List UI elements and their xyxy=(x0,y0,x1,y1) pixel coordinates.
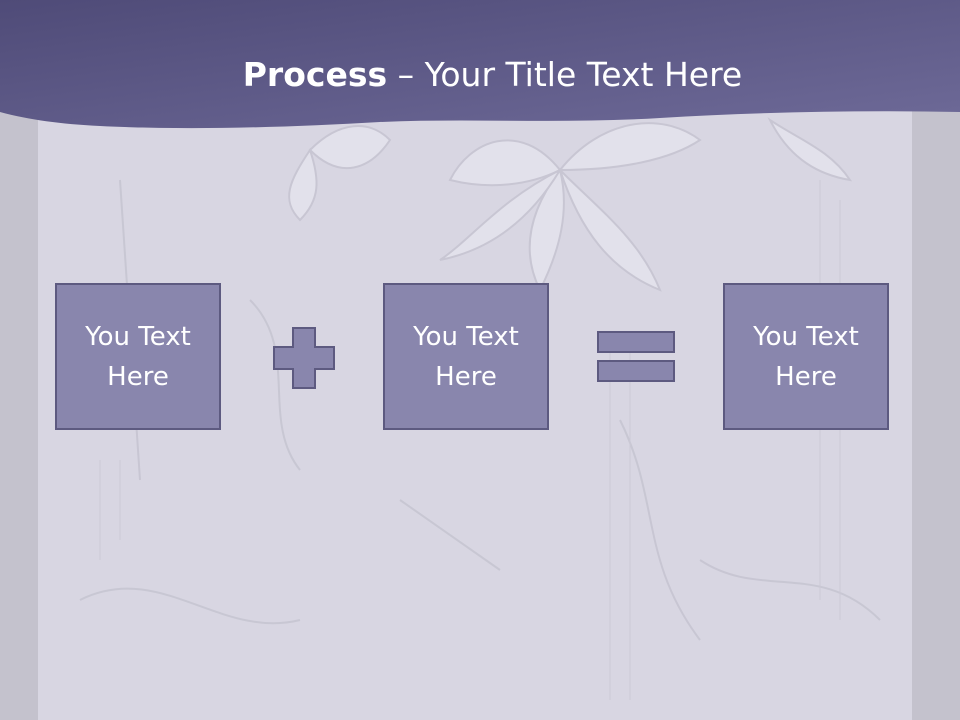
process-box-2-label: You Text Here xyxy=(413,321,519,392)
process-box-1-label: You Text Here xyxy=(85,321,191,392)
process-box-3-label: You Text Here xyxy=(753,321,859,392)
plus-icon xyxy=(273,327,335,389)
process-box-2[interactable]: You Text Here xyxy=(383,283,549,430)
equals-icon xyxy=(597,331,675,382)
header-band xyxy=(0,0,960,129)
process-box-3[interactable]: You Text Here xyxy=(723,283,889,430)
title-bold-part: Process xyxy=(242,55,388,94)
title-rest-part: – Your Title Text Here xyxy=(387,55,743,94)
process-box-1[interactable]: You Text Here xyxy=(55,283,221,430)
slide-title: Process – Your Title Text Here xyxy=(0,52,960,98)
